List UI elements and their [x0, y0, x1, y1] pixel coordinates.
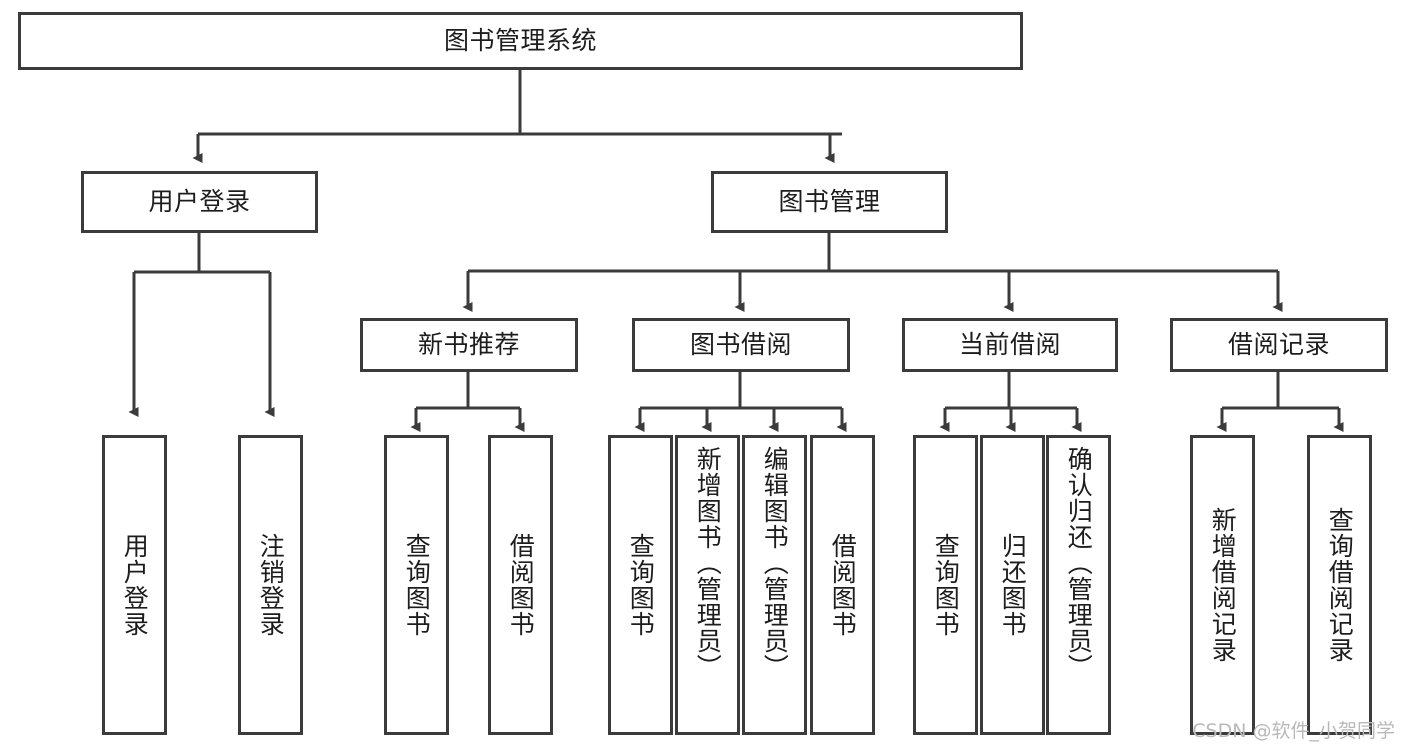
- node-leaf-confirm-return[interactable]: 确认归还（管理员）: [1046, 435, 1111, 735]
- node-book-manage-label: 图书管理: [778, 187, 881, 217]
- node-book-manage[interactable]: 图书管理: [711, 171, 948, 233]
- node-root-label: 图书管理系统: [443, 26, 597, 56]
- node-leaf-logout-login-label: 注销登录: [256, 533, 286, 637]
- node-borrow-record[interactable]: 借阅记录: [1170, 318, 1388, 372]
- node-leaf-borrow-book-1-label: 借阅图书: [506, 533, 536, 637]
- node-leaf-borrow-book-2-label: 借阅图书: [828, 533, 858, 637]
- node-leaf-add-book-label: 新增图书（管理员）: [693, 446, 723, 680]
- node-leaf-edit-book[interactable]: 编辑图书（管理员）: [742, 435, 807, 735]
- node-leaf-logout-login[interactable]: 注销登录: [238, 435, 303, 735]
- node-leaf-add-record-label: 新增借阅记录: [1208, 507, 1238, 663]
- node-book-borrow[interactable]: 图书借阅: [632, 318, 850, 372]
- node-current-borrow[interactable]: 当前借阅: [902, 318, 1118, 372]
- node-leaf-add-book[interactable]: 新增图书（管理员）: [675, 435, 740, 735]
- node-leaf-return-book-label: 归还图书: [998, 533, 1028, 637]
- node-leaf-confirm-return-label: 确认归还（管理员）: [1064, 446, 1094, 680]
- node-leaf-edit-book-label: 编辑图书（管理员）: [760, 446, 790, 680]
- node-new-book-recommend-label: 新书推荐: [417, 330, 520, 360]
- node-current-borrow-label: 当前借阅: [958, 330, 1061, 360]
- node-leaf-query-book-2-label: 查询图书: [626, 533, 656, 637]
- node-leaf-query-record-label: 查询借阅记录: [1325, 507, 1355, 663]
- node-leaf-user-login-label: 用户登录: [120, 533, 150, 637]
- node-user-login-label: 用户登录: [148, 187, 251, 217]
- node-borrow-record-label: 借阅记录: [1227, 330, 1330, 360]
- node-leaf-query-book-1[interactable]: 查询图书: [384, 435, 449, 735]
- node-leaf-query-book-1-label: 查询图书: [402, 533, 432, 637]
- node-leaf-user-login[interactable]: 用户登录: [102, 435, 167, 735]
- node-leaf-query-book-3[interactable]: 查询图书: [913, 435, 978, 735]
- node-leaf-borrow-book-2[interactable]: 借阅图书: [810, 435, 875, 735]
- node-new-book-recommend[interactable]: 新书推荐: [360, 318, 578, 372]
- node-leaf-query-record[interactable]: 查询借阅记录: [1307, 435, 1372, 735]
- node-user-login[interactable]: 用户登录: [81, 171, 318, 233]
- node-root[interactable]: 图书管理系统: [18, 12, 1023, 70]
- node-leaf-query-book-2[interactable]: 查询图书: [608, 435, 673, 735]
- node-leaf-query-book-3-label: 查询图书: [931, 533, 961, 637]
- node-leaf-borrow-book-1[interactable]: 借阅图书: [488, 435, 553, 735]
- node-leaf-add-record[interactable]: 新增借阅记录: [1190, 435, 1255, 735]
- node-leaf-return-book[interactable]: 归还图书: [980, 435, 1045, 735]
- csdn-watermark: CSDN @软件_小贺同学: [1192, 720, 1395, 742]
- node-book-borrow-label: 图书借阅: [689, 330, 792, 360]
